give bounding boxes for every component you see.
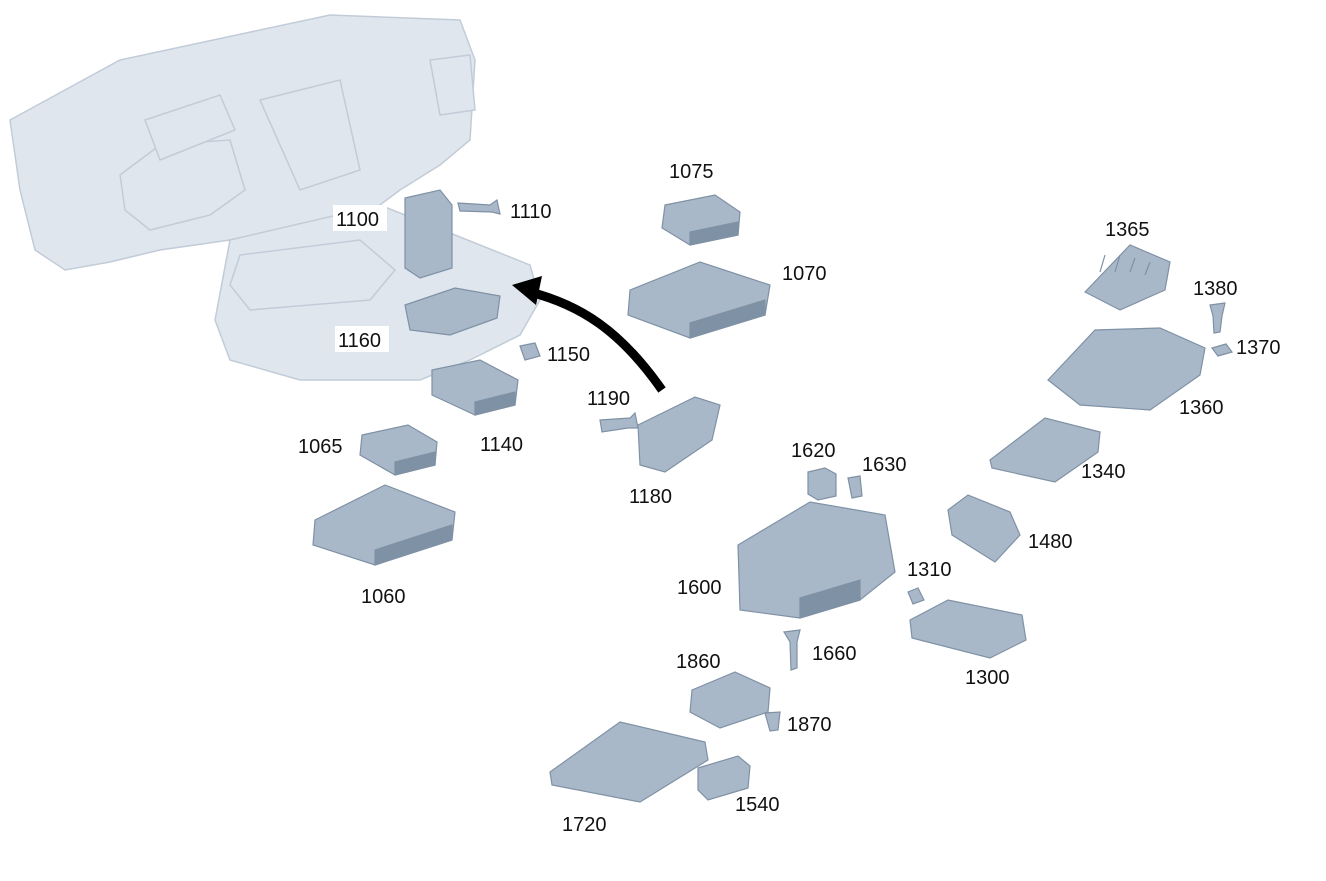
part-1870-fuse [764, 711, 781, 732]
part-1150-nut [519, 342, 541, 361]
label-1075: 1075 [669, 161, 714, 183]
label-1380: 1380 [1193, 278, 1238, 300]
label-1110: 1110 [510, 201, 552, 223]
part-1060-module [312, 484, 456, 566]
part-1310-nut [907, 587, 925, 605]
label-1190: 1190 [587, 388, 630, 410]
label-1660: 1660 [812, 643, 857, 665]
label-1160: 1160 [338, 330, 381, 352]
part-1380-bolt [1209, 302, 1226, 334]
label-1370: 1370 [1236, 337, 1281, 359]
part-1190-screw [599, 411, 639, 433]
label-1310: 1310 [907, 559, 952, 581]
label-1860: 1860 [676, 651, 721, 673]
label-1100: 1100 [336, 209, 379, 231]
label-1340: 1340 [1081, 461, 1126, 483]
label-1065: 1065 [298, 436, 343, 458]
part-labels: 1075 1070 1100 1110 1160 1150 1140 1065 … [298, 161, 1281, 836]
label-1630: 1630 [862, 454, 907, 476]
part-1100-fusebox [404, 189, 453, 279]
part-1540-module [697, 755, 751, 801]
part-1065-module [359, 424, 438, 476]
part-1630-fuse [847, 475, 863, 499]
part-1860-module [689, 671, 771, 729]
label-1060: 1060 [361, 586, 406, 608]
label-1070: 1070 [782, 263, 827, 285]
part-1360-control-unit [1047, 327, 1206, 411]
label-1150: 1150 [547, 344, 590, 366]
part-1070-module [627, 261, 771, 339]
label-1360: 1360 [1179, 397, 1224, 419]
part-1720-control-unit [549, 721, 709, 803]
part-1620-relay [807, 467, 837, 501]
install-arrow [512, 276, 666, 393]
dashboard-illustration [9, 14, 541, 381]
label-1180: 1180 [629, 486, 672, 508]
label-1870: 1870 [787, 714, 832, 736]
label-1365: 1365 [1105, 219, 1150, 241]
part-1365-heatsink [1084, 244, 1171, 311]
part-1600-fusebox [737, 501, 896, 619]
part-1110-screw [457, 198, 501, 215]
part-1160-module [404, 287, 501, 336]
part-1340-control-unit [989, 417, 1101, 483]
part-1140-module [431, 359, 519, 416]
part-1300-module [909, 599, 1027, 659]
label-1720: 1720 [562, 814, 607, 836]
part-1660-bolt [783, 629, 801, 671]
label-1600: 1600 [677, 577, 722, 599]
label-1540: 1540 [735, 794, 780, 816]
part-1075-module [661, 194, 741, 246]
part-1370-clip [1210, 343, 1234, 357]
label-1140: 1140 [480, 434, 523, 456]
label-1620: 1620 [791, 440, 836, 462]
part-1180-display-unit [637, 396, 721, 473]
label-1300: 1300 [965, 667, 1010, 689]
label-1480: 1480 [1028, 531, 1073, 553]
part-1480-module [947, 494, 1021, 563]
